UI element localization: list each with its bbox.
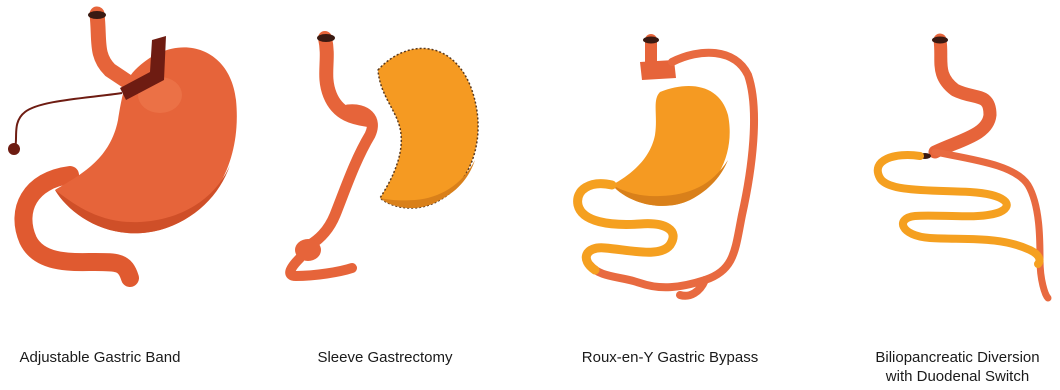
caption-line-2: with Duodenal Switch — [855, 367, 1060, 386]
caption-line-1: Biliopancreatic Diversion — [855, 348, 1060, 367]
esophagus-opening — [643, 37, 659, 44]
esophagus — [97, 14, 128, 82]
esophagus-opening — [88, 11, 106, 19]
duodenal-switch-illustration — [878, 37, 1048, 299]
caption-roux-en-y-gastric-bypass: Roux-en-Y Gastric Bypass — [560, 348, 780, 367]
caption-sleeve-gastrectomy: Sleeve Gastrectomy — [290, 348, 480, 367]
bypassed-stomach — [612, 86, 730, 206]
duodenum — [290, 258, 352, 276]
esophagus-opening — [932, 37, 948, 44]
caption-biliopancreatic-diversion: Biliopancreatic Diversion with Duodenal … — [855, 348, 1060, 386]
caption-line: Adjustable Gastric Band — [0, 348, 200, 367]
sleeve-stomach — [310, 110, 372, 245]
gastric-bypass-illustration — [578, 37, 754, 296]
band-tubing — [15, 93, 122, 148]
caption-line: Roux-en-Y Gastric Bypass — [560, 348, 780, 367]
esophagus-opening — [317, 34, 335, 42]
sleeve-gastrectomy-illustration — [290, 34, 478, 276]
removed-stomach-portion — [378, 48, 478, 208]
gastric-band-illustration — [8, 11, 237, 278]
caption-adjustable-gastric-band: Adjustable Gastric Band — [0, 348, 200, 367]
caption-line: Sleeve Gastrectomy — [290, 348, 480, 367]
esophagus — [935, 40, 990, 152]
access-port — [8, 143, 20, 155]
alimentary-limb — [935, 152, 1048, 298]
